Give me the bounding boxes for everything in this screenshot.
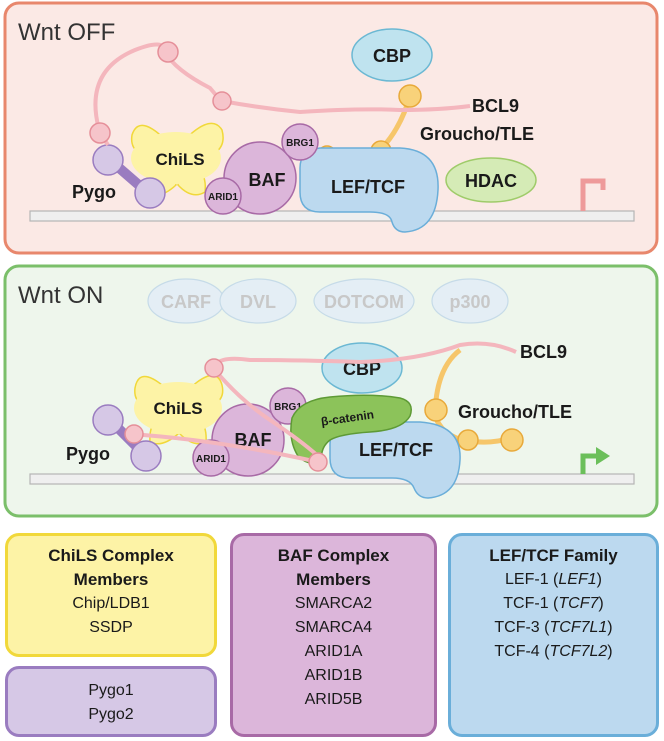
groucho-chain-on bbox=[432, 348, 511, 445]
legend-baf-title-1: BAF Complex bbox=[277, 546, 390, 565]
legend-baf-item: ARID5B bbox=[304, 691, 363, 708]
bcl9-bead-off-3 bbox=[212, 91, 232, 111]
pygo-node-on bbox=[92, 404, 162, 472]
pygo-node-off bbox=[92, 144, 166, 209]
groucho-bead-on-1 bbox=[424, 398, 448, 422]
legend-pygo-item: Pygo2 bbox=[88, 706, 134, 723]
legend-chils-item: Chip/LDB1 bbox=[72, 595, 150, 612]
legend-chils-box: ChiLS Complex Members Chip/LDB1 SSDP bbox=[5, 533, 217, 657]
cbp-label-on: CBP bbox=[343, 359, 381, 379]
wnt-off-title: Wnt OFF bbox=[18, 19, 115, 46]
arid1-node-on bbox=[192, 439, 230, 477]
legend-pygo-item: Pygo1 bbox=[88, 682, 134, 699]
activation-arrow-icon bbox=[580, 453, 598, 474]
dvl-ghost-node bbox=[219, 278, 297, 324]
carf-ghost-label: CARF bbox=[161, 292, 211, 312]
bcl9-bead-off-2 bbox=[157, 41, 179, 63]
bcl9-bead-on-3 bbox=[308, 452, 328, 472]
groucho-bead-on-2 bbox=[457, 429, 479, 451]
groucho-label-on: Groucho/TLE bbox=[458, 402, 572, 422]
leftcf-label-on: LEF/TCF bbox=[359, 440, 433, 460]
wnt-off-group: Wnt OFF CBP HDAC LEF/TCF ChiLS bbox=[3, 1, 659, 255]
legend-leftcf-item: LEF-1 (LEF1) bbox=[505, 571, 602, 588]
dotcom-ghost-node bbox=[313, 278, 415, 324]
brg1-node-off bbox=[281, 123, 319, 161]
dvl-ghost-label: DVL bbox=[240, 292, 276, 312]
chils-node-off bbox=[130, 122, 224, 196]
groucho-label-off: Groucho/TLE bbox=[420, 124, 534, 144]
legend-chils-title-1: ChiLS Complex bbox=[48, 546, 174, 565]
hdac-label: HDAC bbox=[465, 171, 517, 191]
cbp-label-off: CBP bbox=[373, 46, 411, 66]
chils-label-on: ChiLS bbox=[153, 399, 202, 418]
dotcom-ghost-label: DOTCOM bbox=[324, 292, 404, 312]
brg1-label-off: BRG1 bbox=[286, 138, 314, 149]
arid1-label-on: ARID1 bbox=[196, 454, 226, 465]
legend-leftcf-item: TCF-1 (TCF7) bbox=[503, 595, 604, 612]
bcl9-bead-on-1 bbox=[124, 424, 144, 444]
p300-ghost-label: p300 bbox=[449, 292, 490, 312]
leftcf-node-off bbox=[299, 147, 439, 233]
repression-arrow-icon bbox=[580, 178, 606, 211]
wnt-on-group: Wnt ON CARF DVL DOTCOM p300 LEF/TCF CBP bbox=[3, 264, 659, 518]
legend-baf-title-2: Members bbox=[296, 570, 371, 589]
legend-chils-title-2: Members bbox=[73, 570, 149, 589]
bcl9-bead-off-1 bbox=[89, 122, 111, 144]
chils-label-off: ChiLS bbox=[155, 150, 204, 169]
bcl9-label-off: BCL9 bbox=[472, 96, 519, 116]
legend-leftcf-box: LEF/TCF Family LEF-1 (LEF1) TCF-1 (TCF7)… bbox=[448, 533, 659, 737]
wnt-on-frame bbox=[3, 264, 659, 518]
legend-baf-item: SMARCA2 bbox=[294, 595, 373, 612]
legend-leftcf-item: TCF-3 (TCF7L1) bbox=[494, 619, 613, 636]
baf-label-on: BAF bbox=[235, 430, 272, 450]
groucho-bead-on-3 bbox=[500, 428, 524, 452]
legend-baf-item: SMARCA4 bbox=[294, 619, 373, 636]
wnt-on-title: Wnt ON bbox=[18, 282, 103, 309]
legend-baf-item: ARID1B bbox=[304, 667, 363, 684]
legend-baf-box: BAF Complex Members SMARCA2 SMARCA4 ARID… bbox=[230, 533, 437, 737]
legend-chils-item: SSDP bbox=[89, 619, 133, 636]
bcatenin-node bbox=[290, 394, 412, 464]
legend-leftcf-title: LEF/TCF Family bbox=[489, 546, 618, 565]
bcl9-bead-on-2 bbox=[204, 358, 224, 378]
legend-pygo-box: Pygo1 Pygo2 bbox=[5, 666, 217, 737]
bcl9-label-on: BCL9 bbox=[520, 342, 567, 362]
activation-arrowhead-icon bbox=[596, 447, 610, 465]
p300-ghost-node bbox=[431, 278, 509, 324]
groucho-bead-off-1 bbox=[398, 84, 422, 108]
hdac-node bbox=[445, 157, 537, 203]
leftcf-label-off: LEF/TCF bbox=[331, 177, 405, 197]
pygo-label-on: Pygo bbox=[66, 444, 110, 464]
brg1-label-on: BRG1 bbox=[274, 402, 302, 413]
cbp-node-off bbox=[351, 28, 433, 82]
legend-leftcf-item: TCF-4 (TCF7L2) bbox=[494, 643, 613, 660]
arid1-label-off: ARID1 bbox=[208, 192, 238, 203]
legend-baf-item: ARID1A bbox=[304, 643, 363, 660]
pygo-label-off: Pygo bbox=[72, 182, 116, 202]
dna-strand-on bbox=[29, 473, 635, 485]
arid1-node-off bbox=[204, 177, 242, 215]
baf-label-off: BAF bbox=[249, 170, 286, 190]
cbp-node-on bbox=[321, 342, 403, 394]
